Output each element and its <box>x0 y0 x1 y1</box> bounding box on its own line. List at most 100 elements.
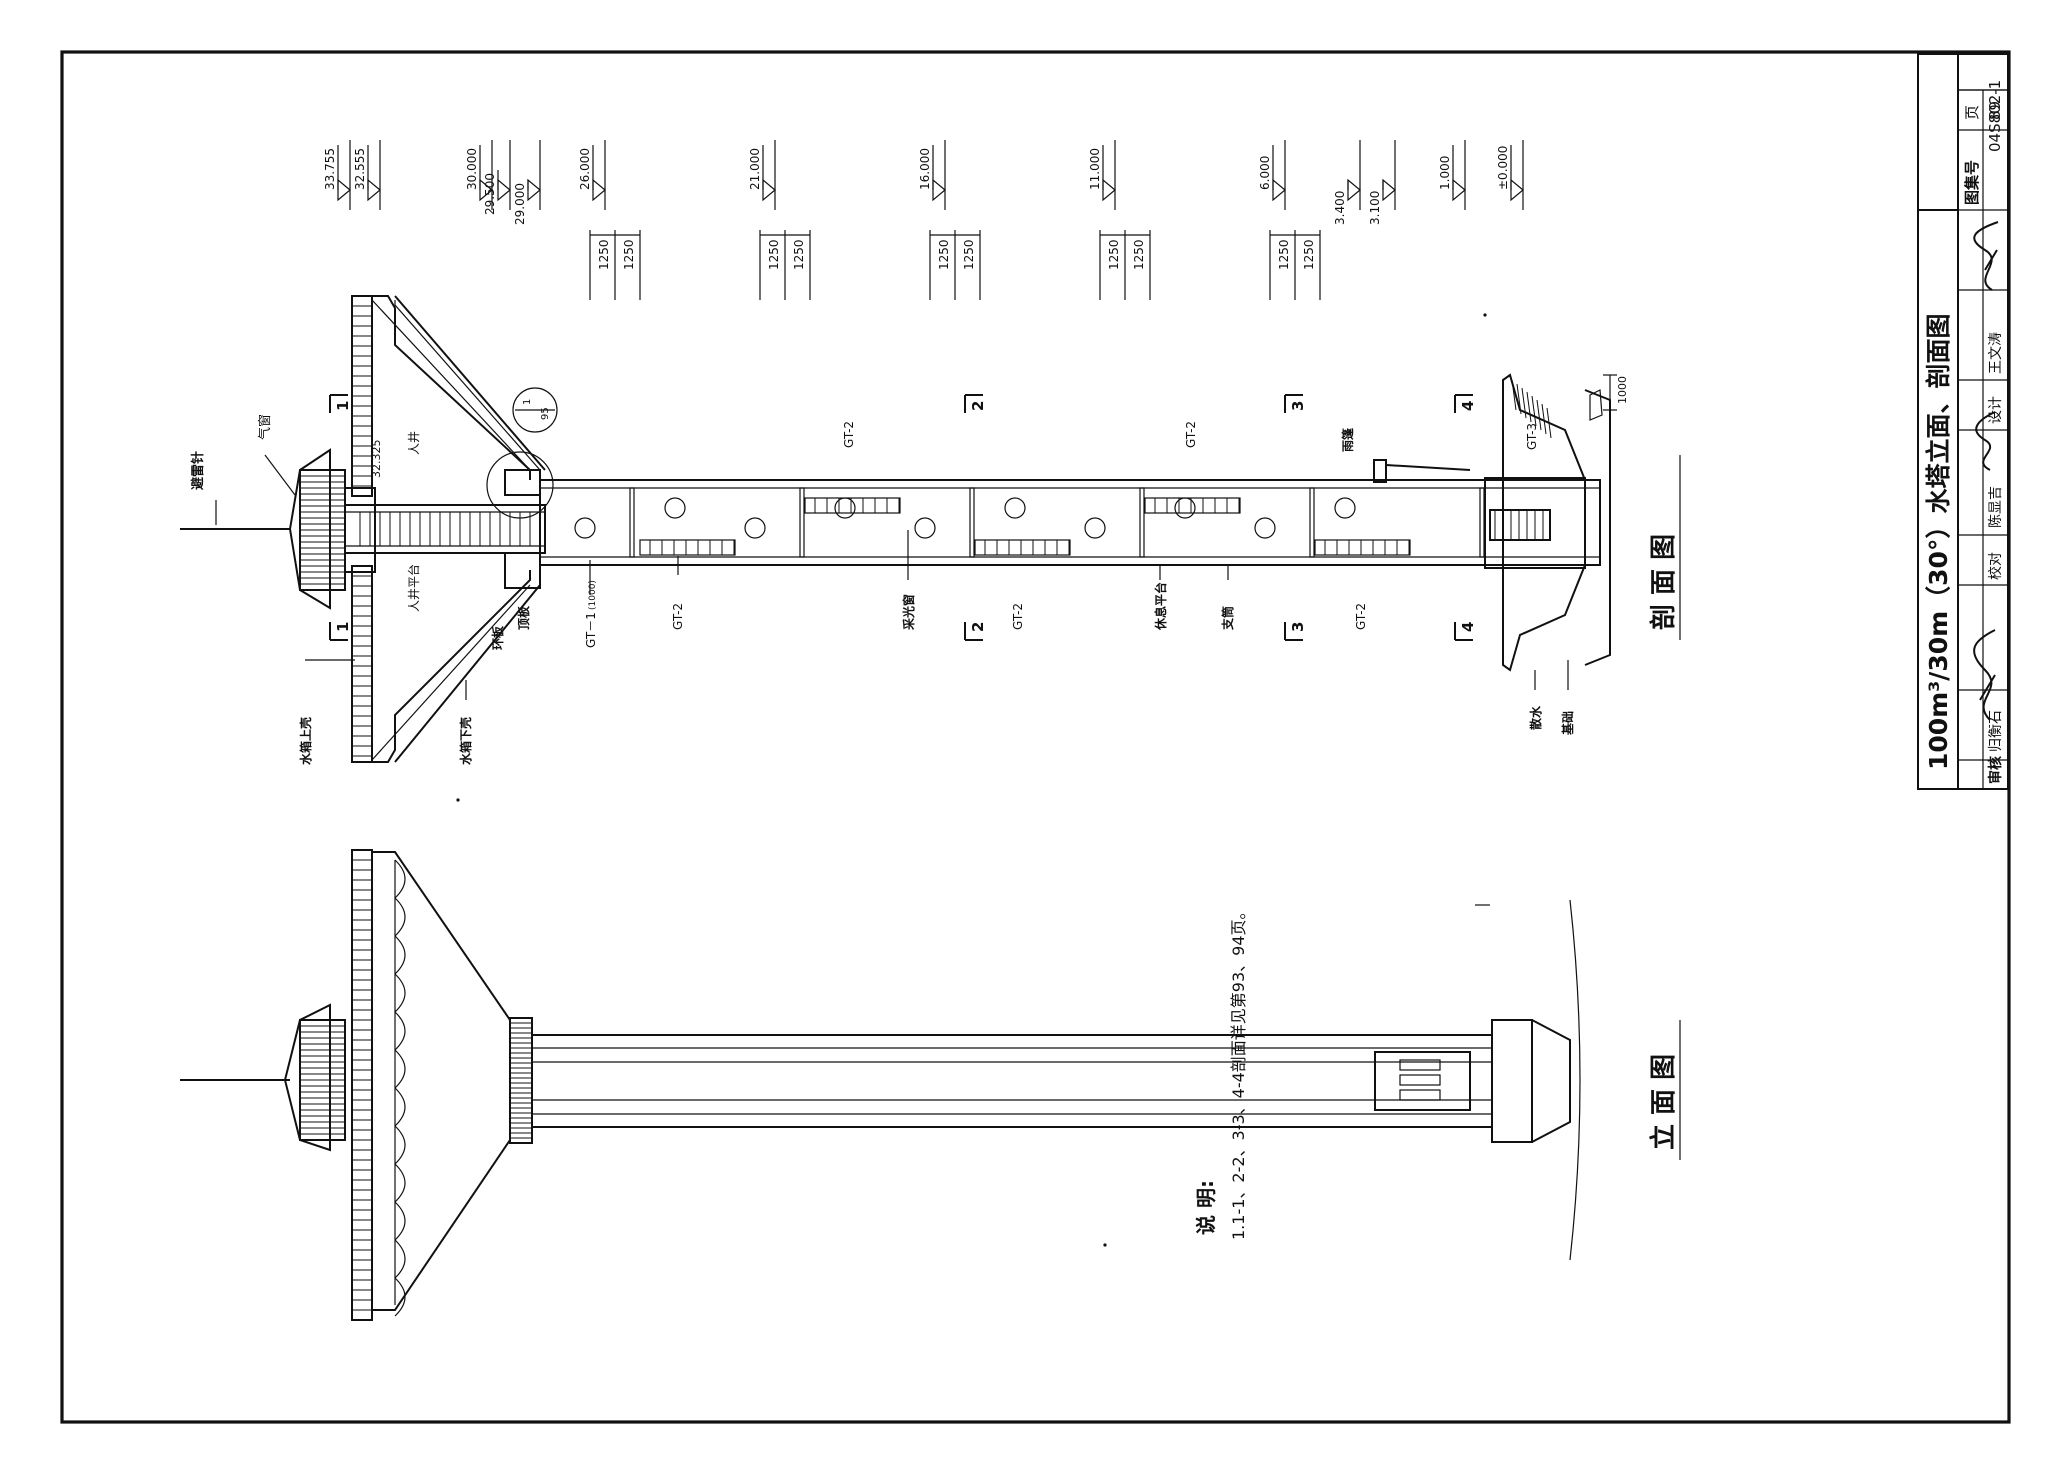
skylight-window <box>1254 517 1276 539</box>
label-foundation: 基础 <box>1560 711 1575 736</box>
label-tank-lower-shell: 水箱下壳 <box>458 717 473 765</box>
dimension-1250: 1250 <box>1107 239 1121 270</box>
elevation-label: 29.000 <box>513 183 527 225</box>
check-label: 校对 <box>1987 552 2004 580</box>
stair-hatch <box>1536 399 1542 431</box>
elevation-triangle <box>1382 178 1396 202</box>
label-tank-upper-shell: 水箱上壳 <box>298 717 313 765</box>
label-manhole-platform: 人井平台 <box>406 564 421 612</box>
tank-scallop <box>394 897 406 937</box>
elevation-label: 3.100 <box>1368 191 1382 225</box>
check-name: 陈显吉 <box>1987 486 2004 528</box>
elevation-label: 1.000 <box>1438 156 1452 190</box>
cut-mark <box>1454 622 1473 641</box>
signature-review <box>1973 629 1996 721</box>
stair-hatch <box>1546 407 1552 439</box>
page-number: 89 <box>1986 101 2004 120</box>
label-gt2-b: GT-2 <box>842 421 856 448</box>
dimension-1250: 1250 <box>792 239 806 270</box>
skylight-window <box>664 497 686 519</box>
label-gt1-scale: (1000) <box>588 580 598 610</box>
cut-mark-label: 1 <box>334 622 352 632</box>
floor-slab <box>1479 487 1485 558</box>
label-apron: 散水 <box>1528 705 1543 730</box>
signature-design <box>1973 221 1999 291</box>
foundation-section <box>1502 373 1586 672</box>
tank-scallop <box>394 973 406 1013</box>
elevation-triangle <box>762 178 776 202</box>
cut-mark-label: 3 <box>1289 622 1307 632</box>
stair-hatch <box>1531 395 1537 427</box>
support-tube-section <box>539 479 1601 566</box>
elevation-label: 26.000 <box>578 148 592 190</box>
floor-slab <box>969 487 975 558</box>
cut-mark <box>1284 394 1303 413</box>
stair-hatch <box>1521 387 1527 419</box>
review-label: 审核 <box>1987 756 2004 784</box>
door-panel <box>1399 1059 1441 1071</box>
detail-number: 1 <box>522 399 533 405</box>
skylight-window <box>1334 497 1356 519</box>
skylight-window <box>1084 517 1106 539</box>
elevation-label: 29.500 <box>483 173 497 215</box>
elevation-label: 16.000 <box>918 148 932 190</box>
section-cap <box>288 448 331 610</box>
ladder-gt2 <box>974 539 1071 556</box>
skylight-window <box>1174 497 1196 519</box>
tank-scallop <box>394 1125 406 1165</box>
dimension-1250: 1250 <box>1277 239 1291 270</box>
cut-mark-label: 4 <box>1459 622 1477 632</box>
elevation-triangle <box>932 178 946 202</box>
elevation-view: 立 面 图 <box>180 849 1681 1321</box>
label-ring-slab: 环板 <box>490 625 505 650</box>
dimension-1250: 1250 <box>597 239 611 270</box>
design-label: 设计 <box>1988 396 2004 424</box>
detail-page: 95 <box>540 407 551 420</box>
label-gt3: GT-3 <box>1525 423 1539 450</box>
cut-mark <box>1454 394 1473 413</box>
section-title: 剖 面 图 <box>1648 534 1679 630</box>
design-name: 王文涛 <box>1988 332 2004 374</box>
tank-scallop <box>394 1087 406 1127</box>
elevation-label: 3.400 <box>1333 191 1347 225</box>
label-gt1: GT－1 <box>584 612 598 648</box>
stair-hatch <box>1516 383 1522 415</box>
label-roof-slab: 顶板 <box>516 605 531 630</box>
cut-mark <box>329 394 348 413</box>
elevation-triangle <box>1347 178 1361 202</box>
label-canopy: 雨篷 <box>1340 427 1355 452</box>
elevation-title: 立 面 图 <box>1648 1054 1679 1150</box>
skylight-window <box>744 517 766 539</box>
dim-1000: 1000 <box>1616 376 1629 404</box>
dimension-1250: 1250 <box>937 239 951 270</box>
elevation-triangle <box>592 178 606 202</box>
elevation-triangle <box>497 178 511 202</box>
elevation-triangle <box>1272 178 1286 202</box>
tank-scallop <box>394 1239 406 1279</box>
elevation-label: 6.000 <box>1258 156 1272 190</box>
notes-line1: 1.1-1、2-2、3-3、4-4剖面详见第93、94页。 <box>1229 903 1248 1240</box>
stair-hatch <box>1541 403 1547 435</box>
elevation-label: 30.000 <box>465 148 479 190</box>
ladder-gt2 <box>639 539 736 556</box>
dimension-1250: 1250 <box>622 239 636 270</box>
tank-gallery-right <box>351 565 373 763</box>
cut-mark <box>964 622 983 641</box>
dimension-1250: 1250 <box>767 239 781 270</box>
sheet-frame <box>60 50 2011 1424</box>
elevation-triangle <box>1102 178 1116 202</box>
cut-mark <box>329 622 348 641</box>
elevation-triangle <box>1452 178 1466 202</box>
label-skylight: 采光窗 <box>901 594 916 631</box>
tank-elevation-outline <box>372 851 511 1311</box>
skylight-window <box>1004 497 1026 519</box>
elevation-triangle <box>337 178 351 202</box>
elevation-label: 11.000 <box>1088 148 1102 190</box>
label-rest-platform: 休息平台 <box>1153 582 1168 631</box>
label-gt2-c: GT-2 <box>1011 603 1025 630</box>
review-name: 归衡石 <box>1987 710 2004 752</box>
skylight-window <box>574 517 596 539</box>
label-air-vent: 气窗 <box>257 414 273 440</box>
skylight-window <box>834 497 856 519</box>
